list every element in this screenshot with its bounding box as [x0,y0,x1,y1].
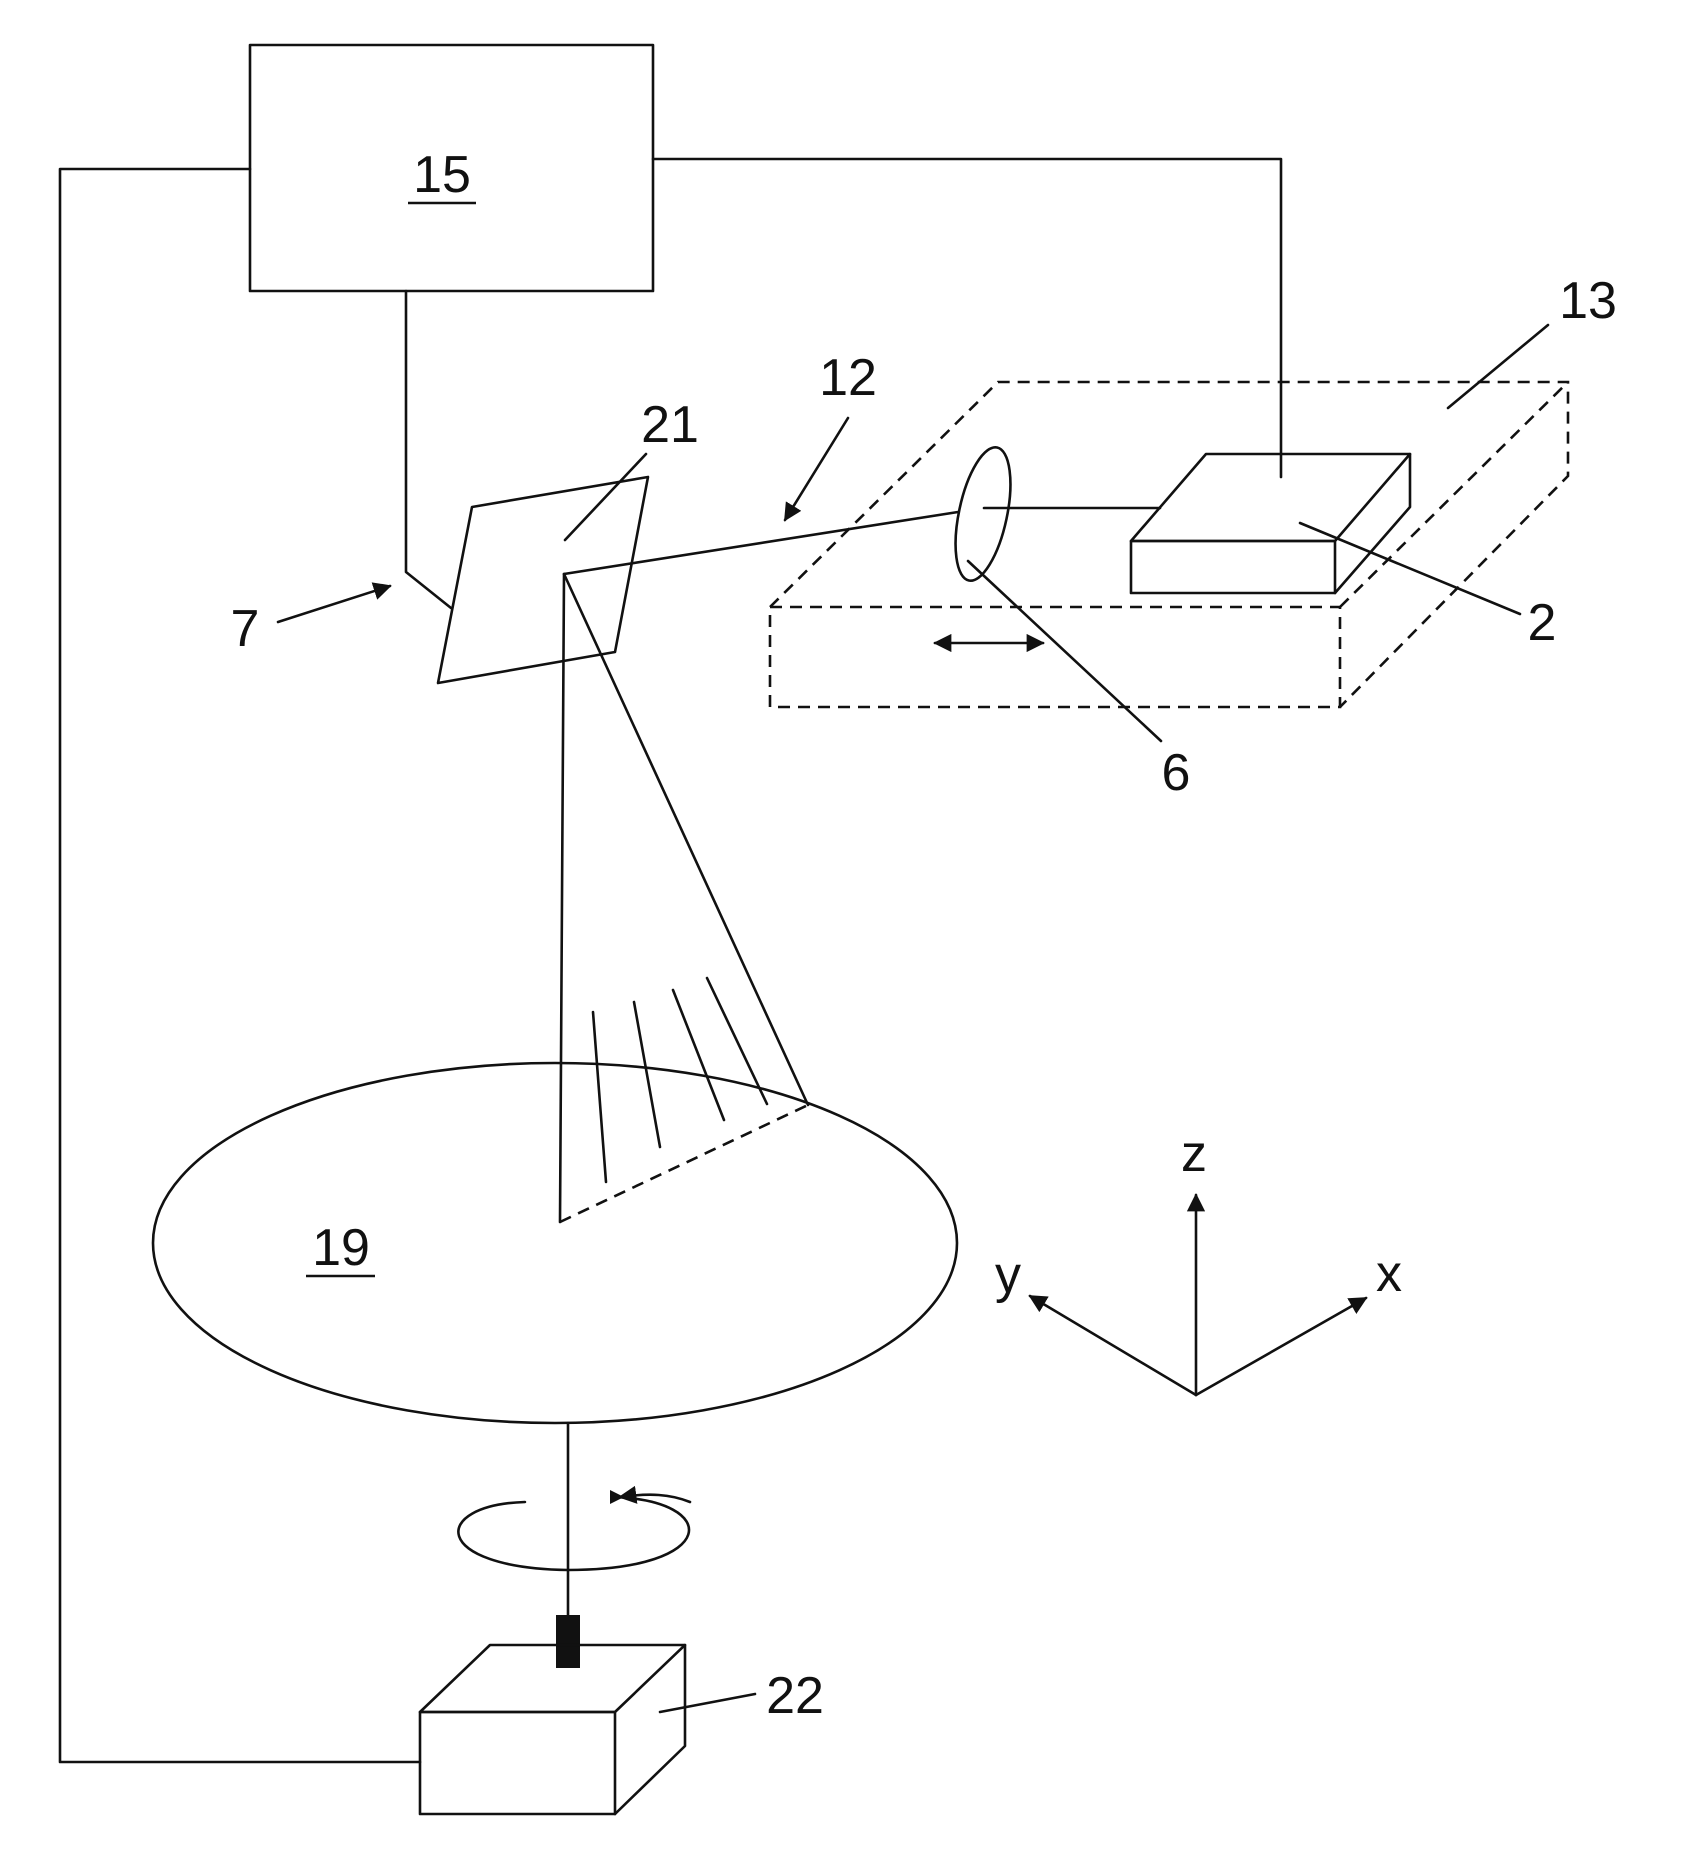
platform-label: 19 [312,1219,370,1277]
scanning-mirror [438,477,648,683]
laser-beam [564,512,958,574]
scanner-label: 7 [231,600,260,658]
axis-y-label: y [995,1246,1021,1304]
controller-box: 15 [250,45,653,291]
axis-z-label: z [1181,1125,1207,1183]
shaft-coupling [556,1615,580,1668]
coordinate-axes: z y x [995,1125,1402,1395]
motor-box [420,1645,685,1814]
controller-label: 15 [413,146,471,204]
enclosure-label: 13 [1559,272,1617,330]
lens [945,442,1020,585]
rotating-platform: 19 [153,1063,957,1423]
beam-label: 12 [819,349,877,407]
rotation-shaft [458,1423,690,1668]
laser-source-label: 2 [1528,594,1557,652]
axis-x-label: x [1376,1245,1402,1303]
scan-fan [560,574,808,1222]
lens-label: 6 [1162,744,1191,802]
mirror-label: 21 [641,396,699,454]
laser-source-box [1131,454,1410,593]
motor-label: 22 [766,1667,824,1725]
enclosure-box [770,382,1568,707]
